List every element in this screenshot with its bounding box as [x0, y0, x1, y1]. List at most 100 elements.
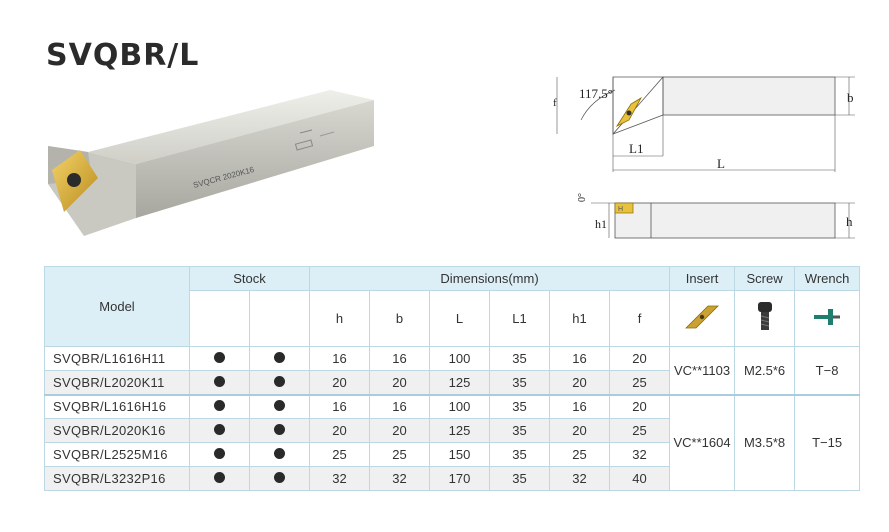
in-stock-dot-icon	[214, 352, 225, 363]
stock-right-dot	[189, 346, 250, 371]
cell-dim-L1: 35	[489, 442, 551, 467]
dim-L-label: L	[717, 156, 725, 171]
cell-dim-b: 25	[369, 442, 431, 467]
in-stock-dot-icon	[274, 472, 285, 483]
cell-model: SVQBR/L2020K11	[44, 370, 190, 395]
screw-icon	[757, 302, 772, 330]
cell-dim-h: 16	[309, 346, 371, 371]
stock-right-dot	[189, 418, 250, 443]
header-dim-h: h	[309, 290, 371, 347]
cell-dim-h: 32	[309, 466, 371, 491]
cell-dim-b: 16	[369, 393, 431, 419]
cell-dim-L1: 35	[489, 370, 551, 395]
angle-label: 117.5°	[579, 86, 613, 101]
toolholder-photo: SVQCR 2020K16	[48, 90, 374, 236]
header-screw: Screw	[734, 266, 796, 291]
cell-wrench: T−8	[794, 346, 861, 395]
cell-dim-b: 20	[369, 370, 431, 395]
cell-model: SVQBR/L2020K16	[44, 418, 190, 443]
stock-right-dot	[189, 466, 250, 491]
stock-right-dot	[189, 393, 250, 419]
cell-dim-h: 20	[309, 370, 371, 395]
header-insert: Insert	[669, 266, 736, 291]
spec-table: Model Stock Dimensions(mm) Insert Screw …	[44, 266, 861, 491]
cell-model: SVQBR/L1616H16	[44, 393, 190, 419]
cell-dim-h: 25	[309, 442, 371, 467]
svg-text:H: H	[618, 206, 623, 213]
cell-dim-f: 20	[609, 393, 671, 419]
cell-dim-L1: 35	[489, 393, 551, 419]
header-dim-b: b	[369, 290, 431, 347]
stock-left-dot	[248, 370, 311, 395]
cell-dim-h: 16	[309, 393, 371, 419]
stock-left-dot	[248, 418, 311, 443]
in-stock-dot-icon	[274, 352, 285, 363]
screw-icon	[67, 173, 81, 187]
cell-model: SVQBR/L1616H11	[44, 346, 190, 371]
header-dim-f: f	[609, 290, 671, 347]
page-title: SVQBR/L	[46, 38, 200, 73]
cell-dim-b: 32	[369, 466, 431, 491]
header-dim-L: L	[429, 290, 491, 347]
stock-left-dot	[248, 466, 311, 491]
stock-left-dot	[248, 442, 311, 467]
cell-dim-L1: 35	[489, 466, 551, 491]
cell-insert: VC**1103	[669, 346, 736, 395]
cell-dim-L: 100	[429, 346, 491, 371]
cell-dim-h1: 20	[549, 418, 611, 443]
header-stock-right	[189, 290, 250, 347]
cell-dim-f: 32	[609, 442, 671, 467]
cell-dim-f: 20	[609, 346, 671, 371]
insert-icon	[685, 305, 720, 329]
dim-h1-label: h1	[595, 217, 607, 231]
cell-dim-L: 150	[429, 442, 491, 467]
in-stock-dot-icon	[214, 448, 225, 459]
cell-dim-L: 125	[429, 370, 491, 395]
stock-left-dot	[248, 346, 311, 371]
in-stock-dot-icon	[274, 375, 285, 387]
cell-dim-L: 170	[429, 466, 491, 491]
insert-icon-cell	[669, 290, 736, 347]
cell-dim-L1: 35	[489, 418, 551, 443]
in-stock-dot-icon	[214, 400, 225, 412]
cell-dim-f: 25	[609, 418, 671, 443]
header-model: Model	[44, 266, 190, 347]
header-dim-L1: L1	[489, 290, 551, 347]
wrench-icon-cell	[794, 290, 861, 347]
header-stock-left	[248, 290, 311, 347]
cell-dim-f: 25	[609, 370, 671, 395]
cell-dim-h1: 25	[549, 442, 611, 467]
cell-dim-h1: 16	[549, 393, 611, 419]
cell-dim-b: 16	[369, 346, 431, 371]
stock-right-dot	[189, 370, 250, 395]
in-stock-dot-icon	[274, 424, 285, 435]
header-dim-h1: h1	[549, 290, 611, 347]
cell-dim-L1: 35	[489, 346, 551, 371]
in-stock-dot-icon	[274, 448, 285, 459]
cell-model: SVQBR/L2525M16	[44, 442, 190, 467]
cell-model: SVQBR/L3232P16	[44, 466, 190, 491]
cell-insert: VC**1604	[669, 393, 736, 491]
stock-right-dot	[189, 442, 250, 467]
cell-dim-f: 40	[609, 466, 671, 491]
cell-dim-h1: 20	[549, 370, 611, 395]
technical-drawing: 117.5° f b L1 L H 0° h1 h	[553, 76, 855, 239]
in-stock-dot-icon	[214, 375, 225, 387]
dim-h-label: h	[846, 214, 853, 229]
screw-icon-cell	[734, 290, 796, 347]
header-wrench: Wrench	[794, 266, 861, 291]
cell-dim-b: 20	[369, 418, 431, 443]
stock-left-dot	[248, 393, 311, 419]
cell-screw: M3.5*8	[734, 393, 796, 491]
dim-L1-label: L1	[629, 141, 643, 156]
header-dimensions: Dimensions(mm)	[309, 266, 671, 291]
wrench-icon	[814, 309, 841, 325]
cell-wrench: T−15	[794, 393, 861, 491]
cell-screw: M2.5*6	[734, 346, 796, 395]
cell-dim-L: 125	[429, 418, 491, 443]
cell-dim-h: 20	[309, 418, 371, 443]
